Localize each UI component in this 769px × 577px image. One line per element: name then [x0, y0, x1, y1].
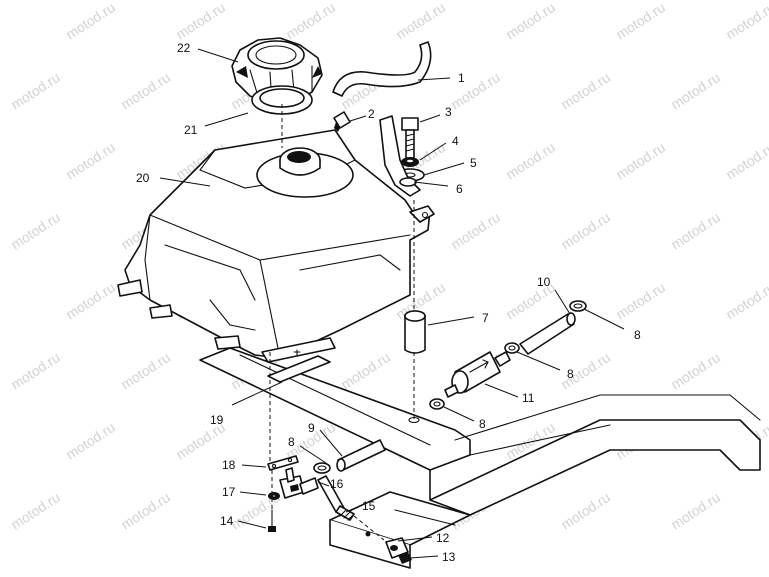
callout-6: 6	[456, 182, 463, 196]
callout-8a: 8	[634, 328, 641, 342]
watermark-text: motod.ru	[668, 489, 723, 533]
small-clip	[365, 531, 371, 537]
callout-9: 9	[308, 421, 315, 435]
fuel-filter	[444, 351, 511, 398]
watermark-text: motod.ru	[283, 0, 338, 43]
watermark-text: motod.ru	[63, 419, 118, 463]
warning-decal	[267, 349, 331, 383]
callout-labels: 1 2 3 4 5 6 7 8 8 8 8 9 10 11 12 13 14 1…	[136, 41, 641, 564]
callout-3: 3	[445, 105, 452, 119]
callout-20: 20	[136, 171, 150, 185]
watermark-text: motod.ru	[668, 69, 723, 113]
valve-washer	[268, 492, 280, 500]
watermark-text: motod.ru	[503, 139, 558, 183]
callout-10: 10	[537, 275, 551, 289]
hose-clamp-a	[569, 300, 587, 312]
hose-clamp-b	[504, 342, 520, 354]
watermark-text: motod.ru	[8, 69, 63, 113]
watermark-text: motod.ru	[723, 139, 769, 183]
callout-8c: 8	[479, 417, 486, 431]
hose-clamp-d	[313, 462, 331, 474]
watermark-text: motod.ru	[503, 0, 558, 43]
fuel-cap	[231, 37, 323, 105]
hex-nut	[398, 552, 412, 564]
watermark-text: motod.ru	[558, 69, 613, 113]
cap-gasket	[251, 85, 313, 115]
callout-21: 21	[184, 123, 198, 137]
leader-lines	[159, 48, 625, 559]
fuel-line	[317, 475, 355, 521]
watermark-text: motod.ru	[118, 489, 173, 533]
mounting-bolt	[401, 117, 419, 159]
fuel-hose-upper	[519, 312, 576, 355]
watermark-text: motod.ru	[558, 209, 613, 253]
valve-plate	[267, 455, 299, 471]
lock-washer	[401, 157, 419, 167]
callout-17: 17	[222, 485, 236, 499]
watermark-text: motod.ru	[558, 489, 613, 533]
frame-rail	[199, 347, 761, 569]
watermark-text: motod.ru	[668, 349, 723, 393]
watermark-text: motod.ru	[723, 279, 769, 323]
callout-13: 13	[442, 550, 456, 564]
watermark-text: motod.ru	[448, 209, 503, 253]
watermark-text: motod.ru	[393, 0, 448, 43]
watermark-text: motod.ru	[668, 209, 723, 253]
assembly-centerlines	[269, 104, 420, 541]
watermark-text: motod.ru	[8, 489, 63, 533]
watermark-text: motod.ru	[613, 0, 668, 43]
watermark-text: motod.ru	[8, 209, 63, 253]
watermark-text: motod.ru	[118, 69, 173, 113]
callout-1: 1	[458, 71, 465, 85]
callout-19: 19	[210, 413, 224, 427]
callout-11: 11	[522, 391, 535, 405]
watermark-text: motod.ru	[723, 0, 769, 43]
callout-18: 18	[222, 458, 236, 472]
watermark-text: motod.ru	[613, 139, 668, 183]
watermark-text: motod.ru	[173, 0, 228, 43]
vent-hose	[332, 41, 432, 97]
callout-2: 2	[368, 107, 375, 121]
watermark-text: motod.ru	[63, 0, 118, 43]
fuel-tank	[117, 129, 435, 363]
callout-8d: 8	[288, 435, 295, 449]
watermark-text: motod.ru	[613, 279, 668, 323]
watermark-text: motod.ru	[448, 69, 503, 113]
callout-8b: 8	[567, 367, 574, 381]
callout-4: 4	[452, 134, 459, 148]
watermark-text: motod.ru	[63, 139, 118, 183]
spacer-tube	[404, 310, 426, 354]
watermark-text: motod.ru	[8, 349, 63, 393]
callout-14: 14	[220, 514, 234, 528]
callout-5: 5	[470, 156, 477, 170]
watermark-text: motod.ru	[118, 349, 173, 393]
cable-clamp	[385, 537, 409, 559]
callout-15: 15	[362, 499, 376, 513]
fuel-valve	[279, 467, 319, 499]
callout-16: 16	[330, 477, 344, 491]
fuel-hose-lower	[336, 439, 386, 472]
callout-22: 22	[177, 41, 191, 55]
vent-fitting	[333, 111, 351, 132]
watermark-text: motod.ru	[63, 279, 118, 323]
callout-12: 12	[436, 531, 450, 545]
hose-clamp-c	[429, 398, 445, 410]
watermark-text: motod.ru	[338, 349, 393, 393]
callout-7: 7	[482, 311, 489, 325]
